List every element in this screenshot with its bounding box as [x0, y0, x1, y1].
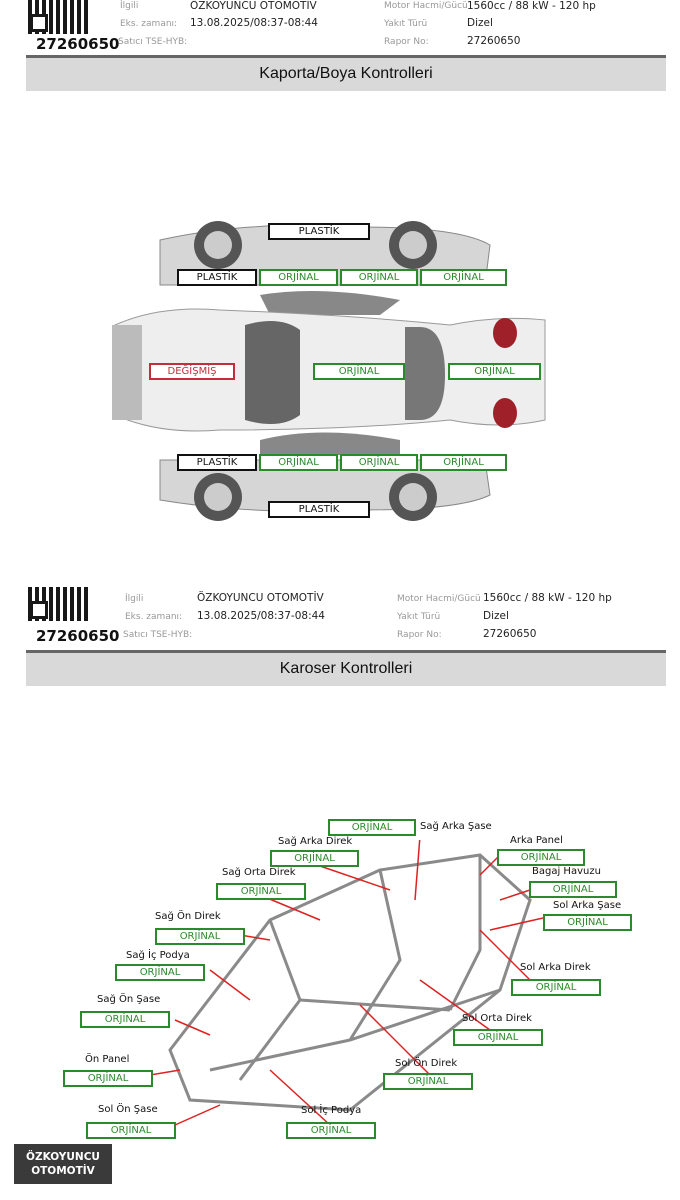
tag-right-front-bumper: PLASTİK [177, 269, 257, 286]
logo-line2: OTOMOTİV [31, 1165, 95, 1177]
tag-left-front-bumper: PLASTİK [177, 454, 257, 471]
rapor-value: 27260650 [467, 35, 521, 47]
part-name: Sol Arka Direk [520, 962, 591, 973]
qr-code-2 [28, 587, 90, 621]
eks-value: 13.08.2025/08:37-08:44 [190, 17, 318, 29]
report-number-2: 27260650 [36, 627, 120, 645]
eks-label-2: Eks. zamanı: [125, 612, 183, 622]
part-name: Sağ Orta Direk [222, 867, 296, 878]
part-name: Sol Arka Şase [553, 900, 622, 911]
part-status: ORJİNAL [86, 1122, 176, 1139]
tag-roof-top: PLASTİK [268, 223, 370, 240]
rapor-label-2: Rapor No: [397, 630, 442, 640]
ilgili-label: İlgili [120, 1, 139, 11]
chassis-diagram [150, 840, 544, 1126]
tag-bottom-sill: PLASTİK [268, 501, 370, 518]
part-status: ORJİNAL [328, 819, 416, 836]
part-status: ORJİNAL [216, 883, 306, 900]
qr-code [28, 0, 90, 34]
tag-left-front-fender: ORJİNAL [259, 454, 338, 471]
part-name: Sol İç Podya [301, 1105, 362, 1116]
part-status: ORJİNAL [383, 1073, 473, 1090]
ilgili-label-2: İlgili [125, 594, 144, 604]
ilgili-value-2: ÖZKOYUNCU OTOMOTİV [197, 592, 324, 604]
part-name: Sol Orta Direk [462, 1013, 532, 1024]
satici-label: Satıcı TSE-HYB: [118, 37, 188, 47]
part-status: ORJİNAL [270, 850, 359, 867]
satici-label-2: Satıcı TSE-HYB: [123, 630, 193, 640]
part-status: ORJİNAL [286, 1122, 376, 1139]
part-status: ORJİNAL [63, 1070, 153, 1087]
part-status: ORJİNAL [529, 881, 617, 898]
tag-right-front-door: ORJİNAL [340, 269, 418, 286]
section-title-karoser: Karoser Kontrolleri [26, 650, 666, 686]
tag-left-rear-door: ORJİNAL [420, 454, 507, 471]
part-status: ORJİNAL [511, 979, 601, 996]
yakit-label: Yakıt Türü [384, 19, 428, 29]
part-name: Sağ Ön Direk [155, 911, 221, 922]
logo-line1: ÖZKOYUNCU [26, 1151, 100, 1163]
yakit-value-2: Dizel [483, 610, 509, 622]
part-name: Sağ Arka Direk [278, 836, 353, 847]
part-name: Sağ Arka Şase [420, 821, 492, 832]
part-status: ORJİNAL [453, 1029, 543, 1046]
part-name: Arka Panel [510, 835, 563, 846]
rapor-value-2: 27260650 [483, 628, 537, 640]
report-number: 27260650 [36, 35, 120, 53]
motor-value-2: 1560cc / 88 kW - 120 hp [483, 592, 612, 604]
part-name: Sol Ön Şase [98, 1104, 158, 1115]
tag-trunk: ORJİNAL [448, 363, 541, 380]
part-name: Sağ İç Podya [126, 950, 190, 961]
motor-value: 1560cc / 88 kW - 120 hp [467, 0, 596, 12]
yakit-value: Dizel [467, 17, 493, 29]
eks-label: Eks. zamanı: [120, 19, 178, 29]
part-name: Ön Panel [85, 1054, 130, 1065]
yakit-label-2: Yakıt Türü [397, 612, 441, 622]
rapor-label: Rapor No: [384, 37, 429, 47]
part-status: ORJİNAL [80, 1011, 170, 1028]
part-status: ORJİNAL [115, 964, 205, 981]
tag-left-front-door: ORJİNAL [340, 454, 418, 471]
tag-right-front-fender: ORJİNAL [259, 269, 338, 286]
motor-label: Motor Hacmi/Gücü [384, 1, 468, 11]
part-name: Sağ Ön Şase [97, 994, 161, 1005]
eks-value-2: 13.08.2025/08:37-08:44 [197, 610, 325, 622]
dealer-logo: ÖZKOYUNCU OTOMOTİV [14, 1144, 112, 1184]
part-status: ORJİNAL [155, 928, 245, 945]
ilgili-value: ÖZKOYUNCU OTOMOTİV [190, 0, 317, 12]
part-status: ORJİNAL [543, 914, 632, 931]
part-name: Bagaj Havuzu [532, 866, 601, 877]
tag-hood: DEĞİŞMİŞ [149, 363, 235, 380]
part-name: Sol Ön Direk [395, 1058, 458, 1069]
part-status: ORJİNAL [497, 849, 585, 866]
tag-roof: ORJİNAL [313, 363, 405, 380]
tag-right-rear-door: ORJİNAL [420, 269, 507, 286]
motor-label-2: Motor Hacmi/Gücü [397, 594, 481, 604]
section-title-kaporta: Kaporta/Boya Kontrolleri [26, 55, 666, 91]
